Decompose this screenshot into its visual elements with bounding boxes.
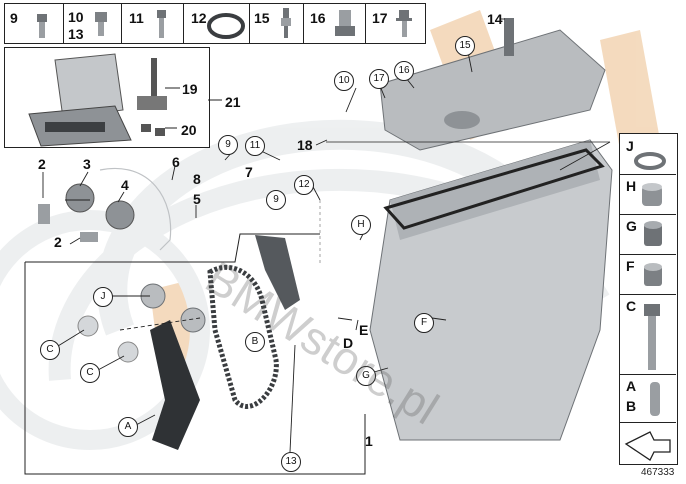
top-cell-10-13[interactable]: 10 13 (63, 4, 122, 43)
flange-screw-part-icon (396, 10, 412, 37)
callout-18[interactable]: 18 (297, 137, 313, 153)
circled-callout-17[interactable]: 17 (369, 69, 389, 89)
circled-callout-B[interactable]: B (245, 332, 265, 352)
cap-part-icon (335, 10, 355, 36)
right-cell-arrow[interactable] (620, 422, 676, 464)
washer-part-icon (634, 152, 666, 170)
callout-6[interactable]: 6 (172, 154, 180, 170)
tool-kit-label-21: 21 (225, 94, 241, 110)
circled-callout-G[interactable]: G (356, 366, 376, 386)
right-parts-column: J H G F C A B (619, 133, 678, 465)
circled-callout-H[interactable]: H (351, 215, 371, 235)
tool-kit-label-19: 19 (182, 81, 198, 97)
right-cell-A-B[interactable]: A B (620, 374, 676, 423)
bolt-part-icon (644, 304, 660, 370)
top-cell-11[interactable]: 11 (121, 4, 184, 43)
callout-3[interactable]: 3 (83, 156, 91, 172)
callout-4[interactable]: 4 (121, 177, 129, 193)
screw-part-icon (37, 14, 47, 38)
o-ring-part-icon (207, 13, 245, 39)
callout-5[interactable]: 5 (193, 191, 201, 207)
top-cell-label: 9 (10, 10, 18, 26)
callout-2b[interactable]: 2 (54, 234, 62, 250)
top-cell-label: 11 (129, 10, 144, 26)
right-cell-label: B (626, 398, 637, 414)
top-parts-row: 9 10 13 11 12 15 16 17 (4, 3, 426, 44)
top-cell-label: 12 (191, 10, 207, 26)
sleeve-part-icon (642, 183, 662, 206)
right-cell-H[interactable]: H (620, 174, 676, 215)
circled-callout-F[interactable]: F (414, 313, 434, 333)
top-cell-label: 13 (68, 26, 84, 42)
circled-callout-10[interactable]: 10 (334, 71, 354, 91)
circled-callout-J[interactable]: J (93, 287, 113, 307)
top-cell-12[interactable]: 12 (183, 4, 250, 43)
right-cell-G[interactable]: G (620, 214, 676, 255)
tool-kit-label-20: 20 (181, 122, 197, 138)
circled-callout-13[interactable]: 13 (281, 452, 301, 472)
next-arrow-icon (624, 431, 671, 461)
plug-part-icon (644, 221, 662, 246)
right-cell-label: J (626, 138, 634, 154)
circled-callout-9b[interactable]: 9 (266, 190, 286, 210)
callout-1[interactable]: 1 (365, 433, 373, 449)
sensor-part-icon (281, 8, 291, 38)
circled-callout-11[interactable]: 11 (245, 136, 265, 156)
circled-callout-12[interactable]: 12 (294, 175, 314, 195)
tool-kit-box[interactable]: 19 20 (4, 47, 210, 148)
right-cell-label: C (626, 298, 637, 314)
callout-D[interactable]: D (343, 335, 354, 351)
right-cell-C[interactable]: C (620, 294, 676, 375)
right-cell-label: A (626, 378, 637, 394)
top-cell-9[interactable]: 9 (5, 4, 64, 43)
circled-callout-C[interactable]: C (40, 340, 60, 360)
top-cell-15[interactable]: 15 (249, 4, 304, 43)
right-cell-F[interactable]: F (620, 254, 676, 295)
right-cell-label: H (626, 178, 637, 194)
right-cell-label: F (626, 258, 635, 274)
circled-callout-16[interactable]: 16 (394, 61, 414, 81)
circled-callout-A[interactable]: A (118, 417, 138, 437)
callout-7[interactable]: 7 (245, 164, 253, 180)
top-cell-16[interactable]: 16 (303, 4, 366, 43)
circled-callout-15[interactable]: 15 (455, 36, 475, 56)
dowel-pin-part-icon (650, 382, 660, 416)
long-screw-part-icon (157, 10, 166, 38)
right-cell-label: G (626, 218, 637, 234)
top-cell-label: 10 (68, 9, 84, 25)
callout-2[interactable]: 2 (38, 156, 46, 172)
callout-14[interactable]: 14 (487, 11, 503, 27)
tool-kit-illustration (28, 53, 180, 147)
top-cell-label: 16 (310, 10, 326, 26)
top-cell-17[interactable]: 17 (365, 4, 425, 43)
diagram-part-id: 467333 (641, 467, 675, 478)
top-cell-label: 15 (254, 10, 270, 26)
circled-callout-C2[interactable]: C (80, 363, 100, 383)
callout-E[interactable]: E (359, 322, 369, 338)
circled-callout-9[interactable]: 9 (218, 135, 238, 155)
right-cell-J[interactable]: J (620, 134, 676, 175)
bolt-part-icon (95, 12, 107, 36)
top-cell-label: 17 (372, 10, 388, 26)
callout-8[interactable]: 8 (193, 171, 201, 187)
screw-plug-part-icon (644, 263, 662, 286)
